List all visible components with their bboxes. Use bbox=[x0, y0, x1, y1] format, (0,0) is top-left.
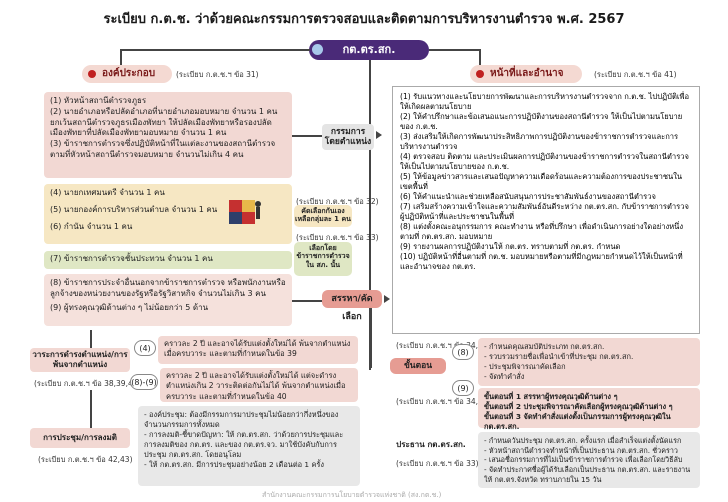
member-5: (5) นายกองค์การบริหารส่วนตำบล จำนวน 1 คน bbox=[50, 204, 218, 214]
connector bbox=[429, 49, 479, 51]
procedure-9-step: ขั้นตอนที่ 2 ประชุมพิจารณาคัดเลือกผู้ทรง… bbox=[484, 401, 673, 411]
composition-pill: องค์ประกอบ bbox=[82, 65, 172, 83]
tag-b: เลือกโดยข้าราชการตำรวจใน สภ. นั้น bbox=[294, 242, 352, 276]
term-4-badge: (4) bbox=[134, 340, 156, 356]
procedure-9-step: ขั้นตอนที่ 1 สรรหาผู้ทรงคุณวุฒิด้านต่าง … bbox=[484, 392, 618, 401]
duty-7: (7) เสริมสร้างความเข้าใจและความสัมพันธ์อ… bbox=[400, 202, 689, 222]
header-dot bbox=[312, 44, 323, 55]
page-title: ระเบียบ ก.ต.ช. ว่าด้วยคณะกรรมการตรวจสอบแ… bbox=[103, 12, 625, 27]
composition-dot bbox=[88, 70, 96, 78]
duties-ref: (ระเบียบ ก.ต.ช.ฯ ข้อ 41) bbox=[594, 70, 677, 79]
member-7: (7) ข้าราชการตำรวจชั้นประทวน จำนวน 1 คน bbox=[44, 251, 292, 269]
duty-10: (10) ปฏิบัติหน้าที่อื่นตามที่ กต.ช. มอบห… bbox=[400, 252, 683, 272]
duties-list: (1) รับแนวทางและนโยบายการพัฒนาและการบริห… bbox=[392, 86, 700, 334]
puzzle-people-icon bbox=[228, 196, 262, 226]
meeting-rule-1: - องค์ประชุม: ต้องมีกรรมการมาประชุมไม่น้… bbox=[144, 410, 339, 429]
duties-pill: หน้าที่และอำนาจ bbox=[470, 65, 582, 83]
procedure-8-step: - จัดทำคำสั่ง bbox=[484, 371, 525, 381]
duty-1: (1) รับแนวทางและนโยบายการพัฒนาและการบริห… bbox=[400, 92, 690, 112]
meeting-rule-2: - การลงมติ-ชี้ขาดปัญหา: ให้ กต.ตร.สก. ว่… bbox=[144, 429, 344, 459]
chair-rules: - กำหนดวันประชุม กต.ตร.สก. ครั้งแรก เมื่… bbox=[478, 432, 700, 488]
member-6: (6) กำนัน จำนวน 1 คน bbox=[50, 221, 133, 231]
member-2: (2) นายอำเภอหรือปลัดอำเภอที่นายอำเภอมอบห… bbox=[50, 106, 278, 138]
connector bbox=[292, 135, 322, 137]
ex-officio-label: กรรมการ โดยตำแหน่ง bbox=[322, 124, 374, 150]
connector bbox=[370, 308, 372, 368]
procedure-9-step: ขั้นตอนที่ 3 จัดทำคำสั่งแต่งตั้งเป็นกรรม… bbox=[484, 411, 671, 431]
connector bbox=[120, 49, 122, 71]
procedure-9-badge: (9) bbox=[452, 380, 474, 396]
meeting-ref: (ระเบียบ ก.ต.ช.ฯ ข้อ 42,43) bbox=[38, 455, 133, 464]
term-ref: (ระเบียบ ก.ต.ช.ฯ ข้อ 38,39,40) bbox=[34, 379, 141, 388]
selection-label: สรรหา/คัดเลือก bbox=[322, 290, 382, 322]
term-89-badge: (8)-(9) bbox=[130, 374, 158, 390]
composition-ref: (ระเบียบ ก.ต.ช.ฯ ข้อ 31) bbox=[176, 70, 259, 79]
tag-a: คัดเลือกกันเองเหลือกลุ่มละ 1 คน bbox=[294, 205, 352, 227]
term-4-text: คราวละ 2 ปี และอาจได้รับแต่งตั้งใหม่ได้ … bbox=[158, 336, 358, 364]
header-pill: กต.ตร.สก. bbox=[309, 40, 429, 60]
tag-a-ref: (ระเบียบ ก.ต.ช.ฯ ข้อ 32) bbox=[296, 197, 379, 206]
arrow-right-icon bbox=[384, 295, 390, 303]
procedure-8-steps: - กำหนดคุณสมบัติประเภท กต.ตร.สก. - รวบรว… bbox=[478, 338, 700, 386]
duty-5: (5) ให้ข้อมูลข่าวสารและเสนอปัญหาความเดือ… bbox=[400, 172, 683, 192]
chair-rule-1: - กำหนดวันประชุม กต.ตร.สก. ครั้งแรก เมื่… bbox=[484, 436, 682, 445]
procedure-label: ขั้นตอน bbox=[390, 358, 446, 374]
chair-ref: (ระเบียบ ก.ต.ช.ฯ ข้อ 33) bbox=[396, 459, 479, 468]
procedure-8-step: - ประชุมพิจารณาคัดเลือก bbox=[484, 361, 566, 371]
member-1: (1) หัวหน้าสถานีตำรวจภูธร bbox=[50, 96, 147, 105]
meeting-label: การประชุม/การลงมติ bbox=[30, 428, 130, 448]
member-3: (3) ข้าราชการตำรวจซึ่งปฏิบัติหน้าที่ในแต… bbox=[50, 139, 276, 159]
procedure-8-badge: (8) bbox=[452, 344, 474, 360]
connector bbox=[90, 330, 92, 360]
footer-credit: สำนักงานคณะกรรมการนโยบายตำรวจแห่งชาติ (ส… bbox=[262, 491, 442, 499]
procedure-ref-2: (ระเบียบ ก.ต.ช.ฯ ข้อ 34,36) bbox=[396, 397, 491, 406]
connector bbox=[292, 300, 322, 302]
composition-group-1: (1) หัวหน้าสถานีตำรวจภูธร (2) นายอำเภอหร… bbox=[44, 92, 292, 178]
arrow-right-icon bbox=[376, 131, 382, 139]
procedure-9-steps: ขั้นตอนที่ 1 สรรหาผู้ทรงคุณวุฒิด้านต่าง … bbox=[478, 388, 700, 431]
meeting-rule-3: - ให้ กต.ตร.สก. มีการประชุมอย่างน้อย 2 เ… bbox=[144, 459, 324, 469]
composition-group-3: (8) ข้าราชการประจำอื่นนอกจากข้าราชการตำร… bbox=[44, 274, 292, 326]
chair-rule-3: - เสนอชื่อกรรมการที่ไม่เป็นข้าราชการตำรว… bbox=[484, 455, 683, 465]
connector bbox=[479, 49, 481, 71]
member-8: (8) ข้าราชการประจำอื่นนอกจากข้าราชการตำร… bbox=[50, 278, 286, 298]
connector bbox=[369, 60, 371, 370]
duty-9: (9) รายงานผลการปฏิบัติงานให้ กต.ตร. ทราบ… bbox=[400, 242, 621, 252]
duty-8: (8) แต่งตั้งคณะอนุกรรมการ คณะทำงาน หรือท… bbox=[400, 222, 684, 242]
term-label: วาระการดำรงตำแหน่ง/การพ้นจากตำแหน่ง bbox=[30, 348, 130, 372]
member-9: (9) ผู้ทรงคุณวุฒิด้านต่าง ๆ ไม่น้อยกว่า … bbox=[50, 302, 209, 312]
term-89-text: คราวละ 2 ปี และอาจได้รับแต่งตั้งใหม่ได้ … bbox=[160, 368, 358, 402]
meeting-rules: - องค์ประชุม: ต้องมีกรรมการมาประชุมไม่น้… bbox=[138, 406, 360, 486]
duty-2: (2) ให้คำปรึกษาและข้อเสนอแนะการปฏิบัติงา… bbox=[400, 112, 683, 132]
tag-b-ref: (ระเบียบ ก.ต.ช.ฯ ข้อ 33) bbox=[296, 233, 379, 242]
duties-dot bbox=[476, 70, 484, 78]
chair-rule-2: - หัวหน้าสถานีตำรวจทำหน้าที่เป็นประธาน ก… bbox=[484, 445, 678, 455]
duty-3: (3) ส่งเสริมให้เกิดการพัฒนาประสิทธิภาพกา… bbox=[400, 132, 679, 152]
connector bbox=[120, 49, 310, 51]
procedure-8-step: - รวบรวมรายชื่อเพื่อนำเข้าที่ประชุม กต.ต… bbox=[484, 351, 634, 361]
chair-rule-4: - จัดทำประกาศชื่อผู้ได้รับเลือกเป็นประธา… bbox=[484, 465, 691, 484]
procedure-ref-1: (ระเบียบ ก.ต.ช.ฯ ข้อ 34,35) bbox=[396, 341, 491, 350]
duty-4: (4) ตรวจสอบ ติดตาม และประเมินผลการปฏิบัต… bbox=[400, 152, 689, 172]
member-4: (4) นายกเทศมนตรี จำนวน 1 คน bbox=[50, 188, 165, 197]
chair-label: ประธาน กต.ตร.สก. bbox=[394, 436, 468, 454]
connector bbox=[90, 390, 92, 430]
procedure-8-step: - กำหนดคุณสมบัติประเภท กต.ตร.สก. bbox=[484, 342, 605, 351]
duty-6: (6) ให้คำแนะนำและช่วยเหลือสนับสนุนการประ… bbox=[400, 192, 656, 202]
